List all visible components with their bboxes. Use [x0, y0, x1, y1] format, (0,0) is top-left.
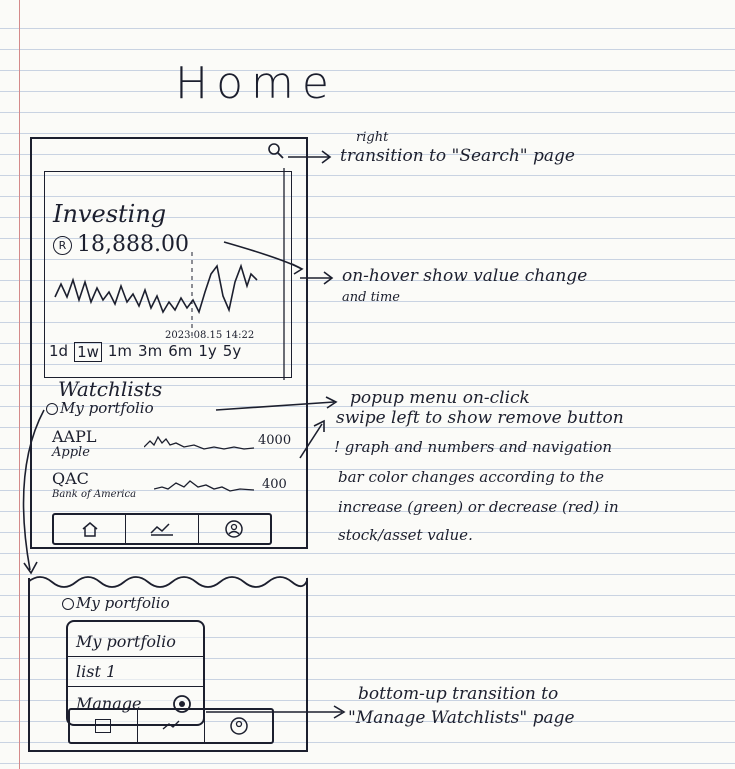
nav-profile[interactable] [205, 710, 272, 742]
portfolio-dropdown[interactable]: My portfolio [60, 399, 154, 417]
currency-icon: R [53, 236, 72, 255]
tab-3m[interactable]: 3m [138, 342, 163, 360]
note-manage-a: bottom-up transition to [358, 684, 559, 704]
stock-name: Bank of America [52, 489, 137, 500]
arrow-hover [223, 241, 301, 269]
torn-edge [28, 576, 308, 588]
nav-home[interactable] [54, 515, 127, 543]
note-hover-a: on-hover show value change [342, 266, 588, 286]
square-icon [95, 719, 112, 733]
menu-item-list1[interactable]: list 1 [76, 662, 117, 681]
menu-item-portfolio[interactable]: My portfolio [76, 632, 176, 651]
time-range-tabs: 1d 1w 1m 3m 6m 1y 5y [49, 342, 241, 362]
menu-divider [68, 686, 203, 687]
nav-investing[interactable] [126, 515, 199, 543]
tab-1y[interactable]: 1y [198, 342, 217, 360]
chevron-down-icon[interactable] [46, 403, 58, 415]
list-item[interactable]: QAC Bank of America 400 [32, 469, 306, 505]
bottom-nav-bar [68, 708, 274, 744]
search-icon[interactable] [268, 143, 284, 159]
menu-divider [68, 656, 203, 657]
bottom-nav-bar [52, 513, 272, 545]
profile-icon [225, 520, 244, 538]
phone-home-sketch: Investing R 18,888.00 2023.08.15 14:22 1… [30, 137, 308, 549]
portfolio-value: 18,888.00 [77, 232, 189, 257]
note-search-b: transition to "Search" page [340, 146, 575, 166]
home-icon [82, 522, 98, 537]
chart-title: Investing [53, 200, 167, 228]
watchlists-heading: Watchlists [58, 377, 163, 401]
nav-investing[interactable] [138, 710, 206, 742]
phone-popup-sketch: My portfolio My portfolio list 1 Manage [28, 576, 308, 752]
arrow-swipe [299, 423, 323, 459]
note-color-a: ! graph and numbers and navigation [334, 438, 613, 456]
trend-icon [162, 720, 180, 730]
profile-icon [229, 717, 248, 735]
stock-value: 400 [262, 477, 287, 492]
note-hover-b: and time [342, 290, 400, 305]
list-item[interactable]: AAPL Apple 4000 [32, 427, 306, 463]
tab-1w[interactable]: 1w [74, 342, 102, 362]
note-swipe: swipe left to show remove button [336, 408, 624, 428]
nav-profile[interactable] [199, 515, 270, 543]
note-popup: popup menu on-click [350, 388, 530, 408]
stock-sparkline [154, 480, 255, 492]
chevron-down-icon[interactable] [62, 598, 74, 610]
stock-ticker: QAC [52, 469, 89, 488]
nav-home[interactable] [70, 710, 138, 742]
note-color-d: stock/asset value. [338, 526, 473, 544]
arrow-popup [215, 401, 335, 411]
stock-sparkline [144, 435, 255, 450]
price-series-line [54, 263, 258, 315]
note-color-c: increase (green) or decrease (red) in [338, 498, 619, 516]
hover-timestamp: 2023.08.15 14:22 [165, 330, 255, 341]
price-line-chart[interactable] [45, 252, 291, 342]
tab-1m[interactable]: 1m [107, 342, 133, 360]
arrow-screen [22, 409, 45, 571]
note-color-b: bar color changes according to the [338, 468, 605, 486]
portfolio-dropdown[interactable]: My portfolio [76, 594, 170, 612]
page-title: Home [175, 58, 337, 109]
tab-1d[interactable]: 1d [49, 342, 69, 360]
note-manage-b: "Manage Watchlists" page [348, 708, 575, 728]
investing-chart-card: Investing R 18,888.00 2023.08.15 14:22 1… [44, 171, 292, 378]
stock-value: 4000 [258, 433, 292, 448]
tab-6m[interactable]: 6m [168, 342, 193, 360]
stock-ticker: AAPL [52, 427, 97, 446]
stock-name: Apple [52, 445, 90, 460]
trend-icon [150, 523, 173, 536]
note-search-a: right [356, 130, 389, 145]
tab-5y[interactable]: 5y [222, 342, 242, 360]
margin-line [19, 0, 20, 769]
gear-icon [173, 695, 191, 713]
